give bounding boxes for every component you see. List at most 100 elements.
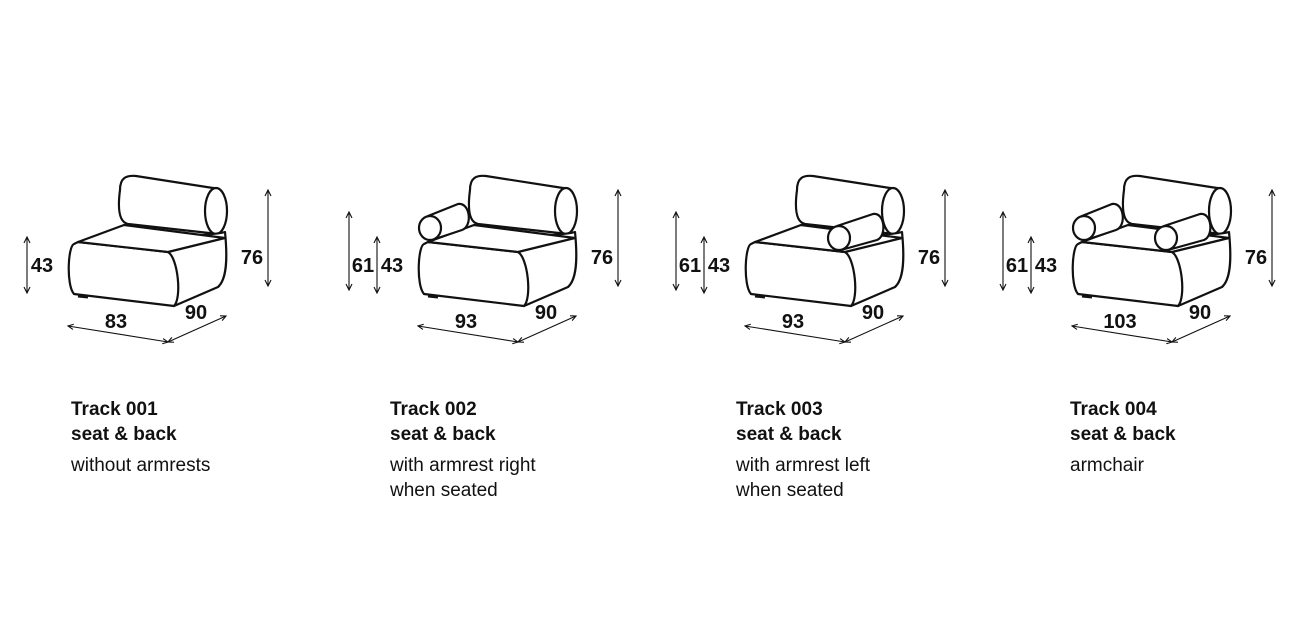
seat-front	[1071, 240, 1184, 308]
dimension-line	[744, 325, 846, 343]
seat-front	[744, 240, 857, 308]
dim-total-height: 76	[241, 247, 263, 269]
dimension-line	[67, 325, 169, 343]
arrow-head	[1268, 188, 1276, 197]
armrest-end	[826, 224, 852, 252]
height-dimension	[264, 188, 272, 288]
backrest-end	[203, 186, 229, 236]
backrest-end	[1207, 186, 1233, 236]
dim-arm-height: 61	[679, 255, 701, 277]
sofa-drawing: 43 61 76 93 90	[672, 174, 949, 345]
backrest-end	[880, 186, 906, 236]
seat-front	[417, 240, 530, 308]
dimension-line	[1071, 325, 1173, 343]
module-title: Track 003	[736, 399, 823, 420]
arrow-head	[672, 283, 680, 292]
module-title: Track 001	[71, 399, 158, 420]
module-caption: Track 001 seat & back without armrests	[71, 397, 371, 478]
dim-seat-height: 43	[31, 255, 53, 277]
dimension-line	[167, 315, 227, 343]
seat-height-dimension	[23, 235, 31, 295]
module-title: Track 002	[390, 399, 477, 420]
armrests	[826, 212, 885, 252]
foot	[754, 294, 766, 299]
armrest-end	[1071, 214, 1097, 242]
armrests	[1071, 202, 1212, 252]
arrow-head	[373, 235, 381, 244]
dimension-lines	[999, 188, 1276, 345]
module-caption: Track 004 seat & back armchair	[1070, 397, 1302, 478]
arrow-head	[345, 283, 353, 292]
module-description: without armrests	[71, 455, 211, 476]
dim-total-height: 76	[591, 247, 613, 269]
arrow-head	[700, 286, 708, 295]
arrow-head	[1027, 235, 1035, 244]
dim-width: 103	[1103, 311, 1136, 333]
module-description: with armrest left when seated	[736, 455, 871, 501]
arrow-head	[1070, 323, 1078, 330]
depth-dimension	[1170, 315, 1232, 343]
seat-height-dimension	[1027, 235, 1035, 295]
arrow-head	[1268, 279, 1276, 288]
module-title: Track 004	[1070, 399, 1157, 420]
module-subtitle: seat & back	[1070, 424, 1176, 445]
arrow-head	[1223, 315, 1232, 321]
arm-height-dimension	[672, 210, 680, 292]
arrow-head	[23, 286, 31, 295]
sofa-body	[67, 174, 229, 308]
armrest-end	[417, 214, 443, 242]
dimension-line	[1171, 315, 1231, 343]
arrow-head	[614, 279, 622, 288]
depth-dimension	[843, 315, 905, 343]
sofa-body	[1071, 174, 1233, 308]
arrow-head	[264, 279, 272, 288]
arrow-head	[1170, 337, 1179, 343]
arm-height-dimension	[345, 210, 353, 292]
dimension-lines	[23, 188, 272, 345]
module-subtitle: seat & back	[71, 424, 177, 445]
height-dimension	[614, 188, 622, 288]
arm-height-dimension	[999, 210, 1007, 292]
module-description: armchair	[1070, 455, 1144, 476]
dim-seat-height: 43	[708, 255, 730, 277]
module-subtitle: seat & back	[390, 424, 496, 445]
seat-height-dimension	[373, 235, 381, 295]
dim-arm-height: 61	[352, 255, 374, 277]
module-track-002: 43 61 76 93 90 Track 002 seat & back wit…	[320, 0, 650, 625]
arrow-head	[66, 323, 74, 330]
sofa-drawing: 43 76 83 90	[23, 174, 272, 345]
arrow-head	[941, 188, 949, 197]
sofa-body	[744, 174, 906, 308]
dim-width: 93	[455, 311, 477, 333]
arrow-head	[373, 286, 381, 295]
module-caption: Track 002 seat & back with armrest right…	[390, 397, 690, 503]
seat-front	[67, 240, 180, 308]
dim-arm-height: 61	[1006, 255, 1028, 277]
module-track-001: 43 76 83 90 Track 001 seat & back withou…	[0, 0, 330, 625]
arrow-head	[23, 235, 31, 244]
height-dimension	[941, 188, 949, 288]
arrow-head	[166, 337, 175, 343]
arrow-head	[941, 279, 949, 288]
arrow-head	[516, 337, 525, 343]
arrow-head	[569, 315, 578, 321]
dim-depth: 90	[535, 302, 557, 324]
arrow-head	[672, 210, 680, 219]
arrow-head	[614, 188, 622, 197]
arrow-head	[219, 315, 228, 321]
dimension-lines	[345, 188, 622, 345]
backrest-end	[553, 186, 579, 236]
height-dimension	[1268, 188, 1276, 288]
foot	[427, 294, 439, 299]
dim-width: 83	[105, 311, 127, 333]
module-subtitle: seat & back	[736, 424, 842, 445]
arrow-head	[700, 235, 708, 244]
arrow-head	[743, 323, 751, 330]
dimension-line	[517, 315, 577, 343]
arrow-head	[264, 188, 272, 197]
arrow-head	[896, 315, 905, 321]
module-caption: Track 003 seat & back with armrest left …	[736, 397, 1036, 503]
dimension-line	[417, 325, 519, 343]
module-description: with armrest right when seated	[390, 455, 536, 501]
dim-total-height: 76	[918, 247, 940, 269]
